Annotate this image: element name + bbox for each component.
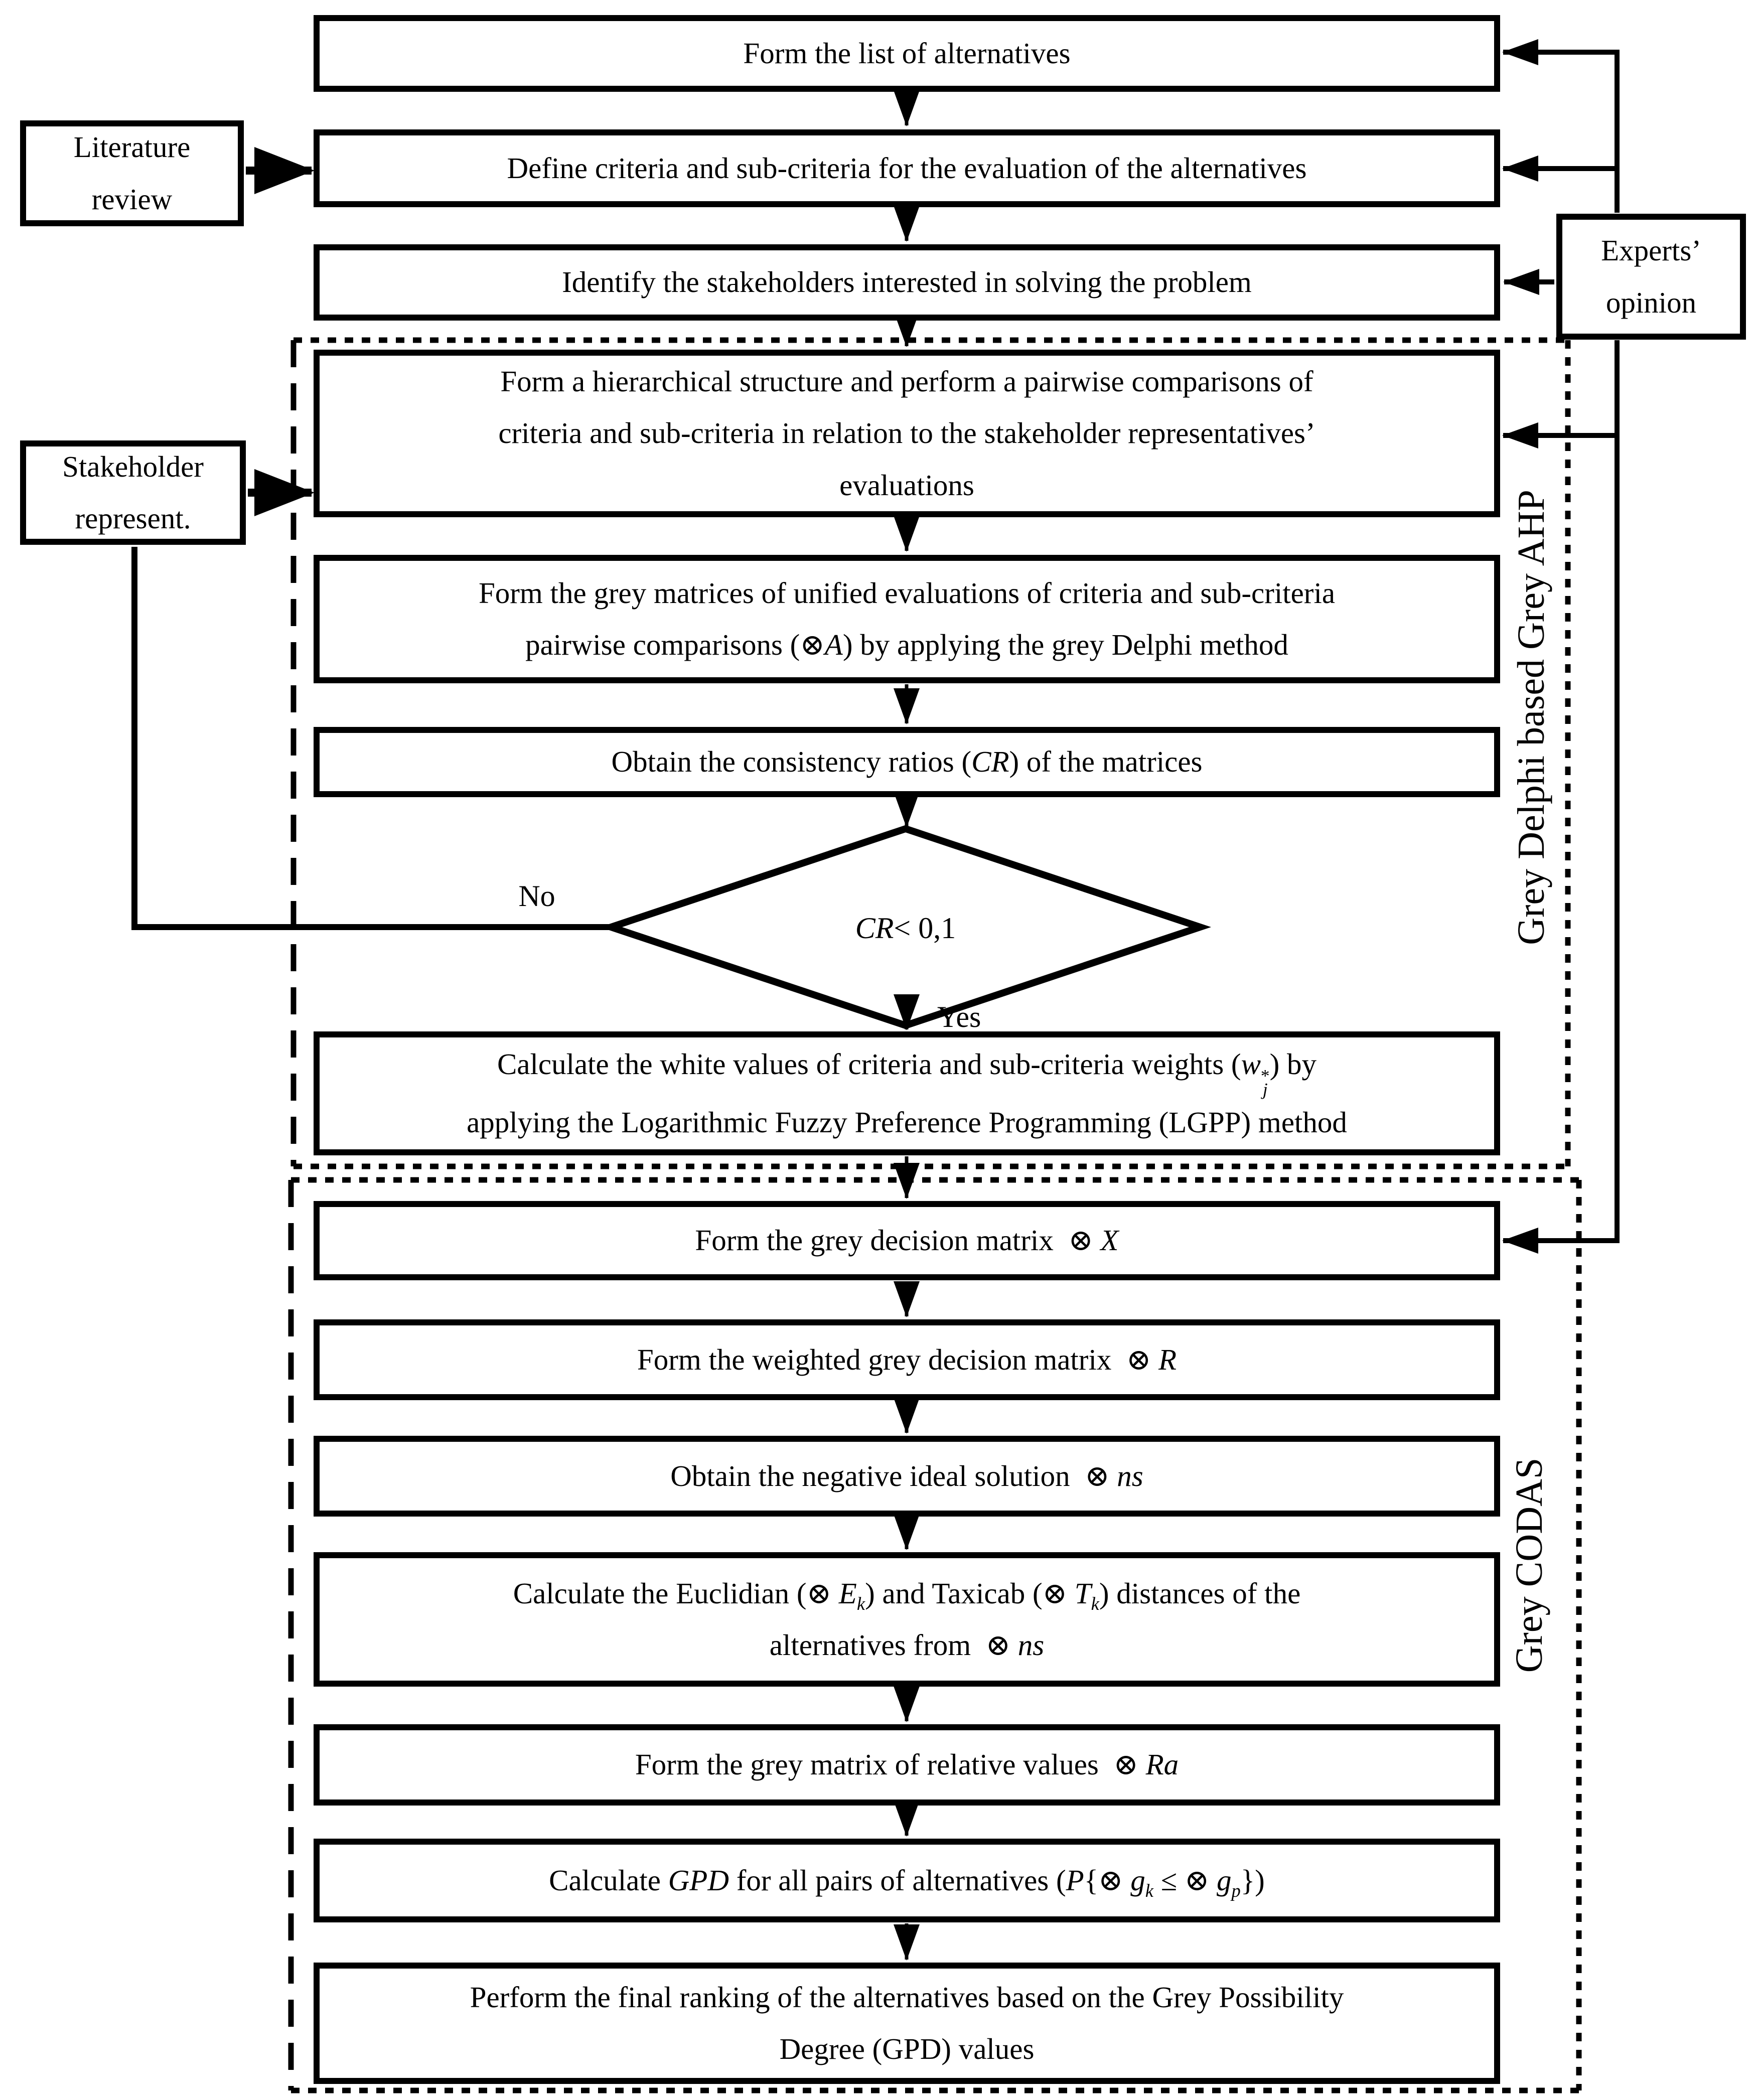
decision-label: CR < 0,1 — [855, 911, 956, 945]
step-weighted-grey-decision-matrix: Form the weighted grey decision matrix ⊗… — [314, 1319, 1500, 1400]
step-label: Form the weighted grey decision matrix ⊗… — [637, 1342, 1177, 1376]
step-form-alternatives: Form the list of alternatives — [314, 15, 1500, 92]
step-label: Form the grey decision matrix ⊗ X — [695, 1224, 1119, 1257]
region-label-codas: Grey CODAS — [1508, 1457, 1550, 1673]
step-define-criteria: Define criteria and sub-criteria for the… — [314, 129, 1500, 207]
feedback-no-path — [131, 547, 613, 930]
step-label: Form a hierarchical structure and perfor… — [498, 365, 1315, 502]
step-label: Identify the stakeholders interested in … — [562, 265, 1252, 299]
step-relative-values: Form the grey matrix of relative values … — [314, 1724, 1500, 1806]
step-label: Form the list of alternatives — [743, 36, 1071, 70]
step-label: Perform the final ranking of the alterna… — [470, 1980, 1344, 2065]
step-label: Define criteria and sub-criteria for the… — [507, 151, 1307, 185]
no-label: No — [518, 879, 555, 913]
step-grey-matrices: Form the grey matrices of unified evalua… — [314, 555, 1500, 683]
step-identify-stakeholders: Identify the stakeholders interested in … — [314, 244, 1500, 321]
step-grey-decision-matrix: Form the grey decision matrix ⊗ X — [314, 1201, 1500, 1280]
step-hierarchical-structure: Form a hierarchical structure and perfor… — [314, 350, 1500, 517]
step-gpd-pairs: Calculate GPD for all pairs of alternati… — [314, 1839, 1500, 1922]
step-label: Calculate the white values of criteria a… — [467, 1047, 1347, 1139]
step-distances: Calculate the Euclidian (⊗ Ek) and Taxic… — [314, 1552, 1500, 1687]
step-label: Obtain the negative ideal solution ⊗ ns — [670, 1459, 1143, 1492]
region-label-ahp: Grey Delphi based Grey AHP — [1510, 490, 1552, 945]
step-label: Calculate the Euclidian (⊗ Ek) and Taxic… — [513, 1576, 1301, 1662]
codas-region-border — [288, 1177, 1582, 2093]
input-experts-opinion: Experts’opinion — [1556, 214, 1746, 340]
input-label: Experts’opinion — [1601, 234, 1701, 319]
step-label: Form the grey matrix of relative values … — [635, 1748, 1179, 1781]
step-negative-ideal-solution: Obtain the negative ideal solution ⊗ ns — [314, 1436, 1500, 1517]
step-label: Obtain the consistency ratios (CR) of th… — [611, 745, 1203, 779]
step-white-values: Calculate the white values of criteria a… — [314, 1031, 1500, 1155]
step-consistency-ratios: Obtain the consistency ratios (CR) of th… — [314, 727, 1500, 797]
step-final-ranking: Perform the final ranking of the alterna… — [314, 1963, 1500, 2084]
step-label: Calculate GPD for all pairs of alternati… — [549, 1863, 1265, 1901]
step-label: Form the grey matrices of unified evalua… — [478, 576, 1336, 661]
yes-label: Yes — [937, 1000, 981, 1033]
experts-opinion-connectors — [1502, 39, 1620, 1254]
